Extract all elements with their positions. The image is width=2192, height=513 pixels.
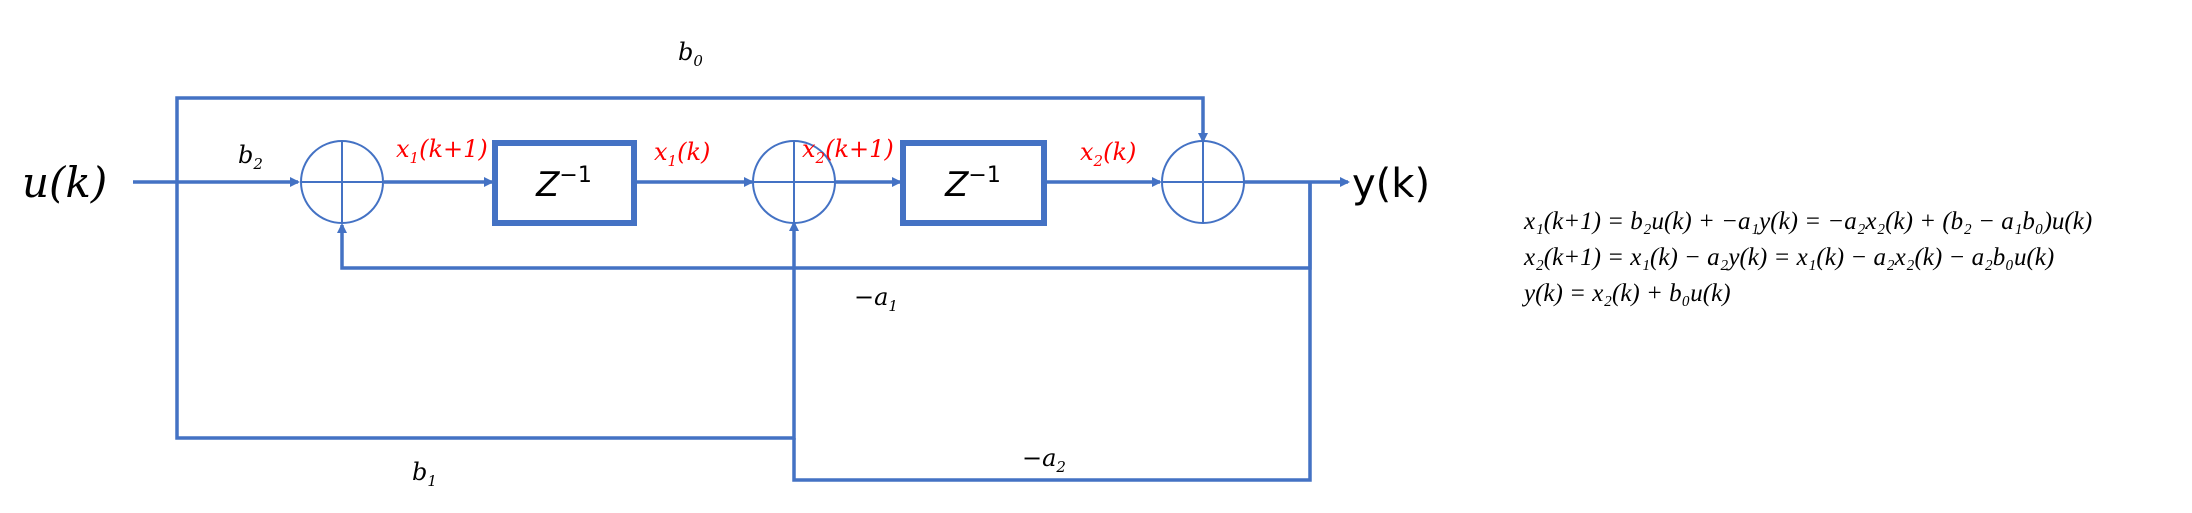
signal-x2-next-label: x2(k+1) (802, 135, 894, 167)
input-label: u(k) (22, 158, 107, 207)
signal-x1-label: x1(k) (654, 138, 710, 170)
wire-b1-feedforward (175, 182, 799, 440)
delay-block-2: Z−1 (900, 140, 1047, 226)
gain-b0-label: b0 (678, 38, 703, 70)
summing-junction-2 (752, 140, 836, 224)
signal-x1-next-label: x1(k+1) (396, 135, 488, 167)
state-equations: x₁(k+1) = b₂u(k) + −a₁y(k) = −a₂x₂(k) + … (1524, 204, 2184, 312)
gain-a1-label: −a1 (854, 283, 898, 315)
wire-a2-feedback (792, 182, 1312, 482)
svg-text:Z−1: Z−1 (535, 163, 592, 205)
output-label: y(k) (1352, 161, 1430, 207)
summing-junction-3 (1161, 140, 1245, 224)
gain-a2-label: −a2 (1022, 444, 1066, 476)
equation-x1: x₁(k+1) = b₂u(k) + −a₁y(k) = −a₂x₂(k) + … (1524, 208, 2093, 235)
gain-b1-label: b1 (412, 458, 437, 490)
equation-y: y(k) = x₂(k) + b₀u(k) (1524, 280, 1731, 307)
wire-b0-feedforward (175, 96, 1208, 182)
signal-x2-label: x2(k) (1080, 138, 1136, 170)
gain-b2-label: b2 (238, 141, 263, 173)
svg-text:Z−1: Z−1 (944, 163, 1001, 205)
equation-x2: x₂(k+1) = x₁(k) − a₂y(k) = x₁(k) − a₂x₂(… (1524, 244, 2055, 271)
summing-junction-1 (300, 140, 384, 224)
delay-block-1: Z−1 (492, 140, 637, 226)
